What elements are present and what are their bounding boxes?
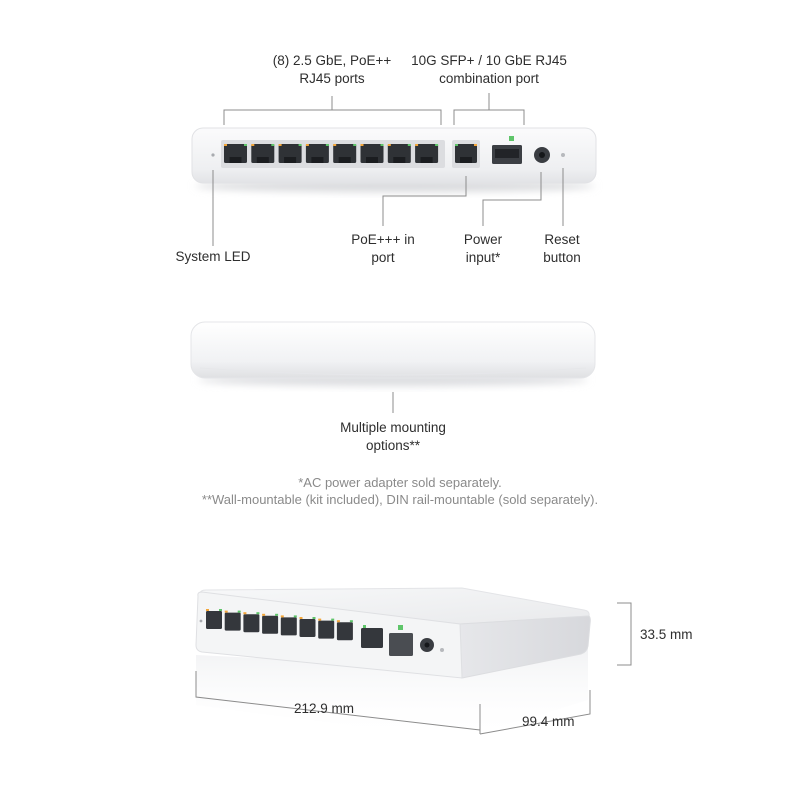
dim-width-label: 212.9 mm <box>294 701 355 716</box>
iso-system-led-icon <box>199 619 203 623</box>
leader-power <box>482 172 542 226</box>
iso-combo-port <box>361 628 383 648</box>
iso-rj45-port <box>336 620 353 641</box>
rj45-port <box>333 144 357 163</box>
callout-system-led: System LED <box>163 248 263 266</box>
callout-mounting: Multiple mounting options** <box>313 419 473 455</box>
rj45-port <box>224 144 247 163</box>
rj45-port <box>251 144 275 163</box>
rj45-port <box>360 144 384 163</box>
iso-sfp-port <box>389 633 413 656</box>
dim-depth-label: 99.4 mm <box>522 714 575 729</box>
isometric-device <box>195 587 591 740</box>
bracket-combo <box>453 109 525 125</box>
front-view-device <box>191 127 597 192</box>
callout-reset-line1: Reset <box>544 232 580 247</box>
power-input-jack <box>534 147 550 163</box>
callout-power-line1: Power <box>463 232 503 247</box>
callout-poe-in-line2: port <box>371 250 395 265</box>
dimension-lines <box>195 602 632 735</box>
callout-system-led-line1: System LED <box>175 249 251 264</box>
callout-rj45-line1: (8) 2.5 GbE, PoE++ <box>272 53 392 68</box>
dim-height-line <box>617 602 632 666</box>
footnote-power: *AC power adapter sold separately. <box>298 475 502 490</box>
iso-rj45-port <box>206 609 222 629</box>
top-view-device <box>190 321 596 386</box>
callout-rj45-ports: (8) 2.5 GbE, PoE++ RJ45 ports <box>252 52 412 88</box>
sfp-port <box>492 136 522 164</box>
footnote-mounting: **Wall-mountable (kit included), DIN rai… <box>201 492 599 507</box>
callout-poe-in-line1: PoE+++ in <box>351 232 415 247</box>
callout-power-input: Power input* <box>443 231 523 267</box>
dim-height-label: 33.5 mm <box>640 627 693 642</box>
system-led-icon <box>211 153 215 157</box>
iso-rj45-port <box>280 615 297 636</box>
iso-rj45-port <box>243 612 260 633</box>
rj45-port <box>305 144 329 163</box>
rj45-port <box>387 144 411 163</box>
bracket-rj45 <box>223 109 442 125</box>
front-rj45-ports <box>224 144 439 163</box>
iso-reset-icon <box>440 648 444 652</box>
combo-rj45-port <box>452 140 480 168</box>
callout-mounting-line1: Multiple mounting <box>340 420 446 435</box>
callout-combo-line2: combination port <box>439 71 539 86</box>
iso-rj45-port <box>262 613 279 634</box>
callout-lines-front <box>212 93 564 246</box>
iso-rj45-port <box>299 617 316 637</box>
callout-combo-line1: 10G SFP+ / 10 GbE RJ45 <box>411 53 567 68</box>
callout-poe-in: PoE+++ in port <box>333 231 433 267</box>
callout-power-line2: input* <box>465 250 501 265</box>
leader-poe-in <box>382 176 467 226</box>
callout-rj45-line2: RJ45 ports <box>299 71 365 86</box>
iso-rj45-port <box>224 610 241 631</box>
iso-rj45-port <box>318 618 335 639</box>
callout-combo-port: 10G SFP+ / 10 GbE RJ45 combination port <box>400 52 578 88</box>
callout-mounting-line2: options** <box>365 438 421 453</box>
iso-rj45-ports <box>206 609 353 641</box>
rj45-port <box>415 144 439 163</box>
dim-width-line <box>195 671 481 731</box>
callout-reset: Reset button <box>527 231 597 267</box>
dim-depth-line <box>479 690 591 735</box>
callout-reset-line2: button <box>543 250 581 265</box>
rj45-port <box>278 144 302 163</box>
reset-button-icon <box>561 153 565 157</box>
